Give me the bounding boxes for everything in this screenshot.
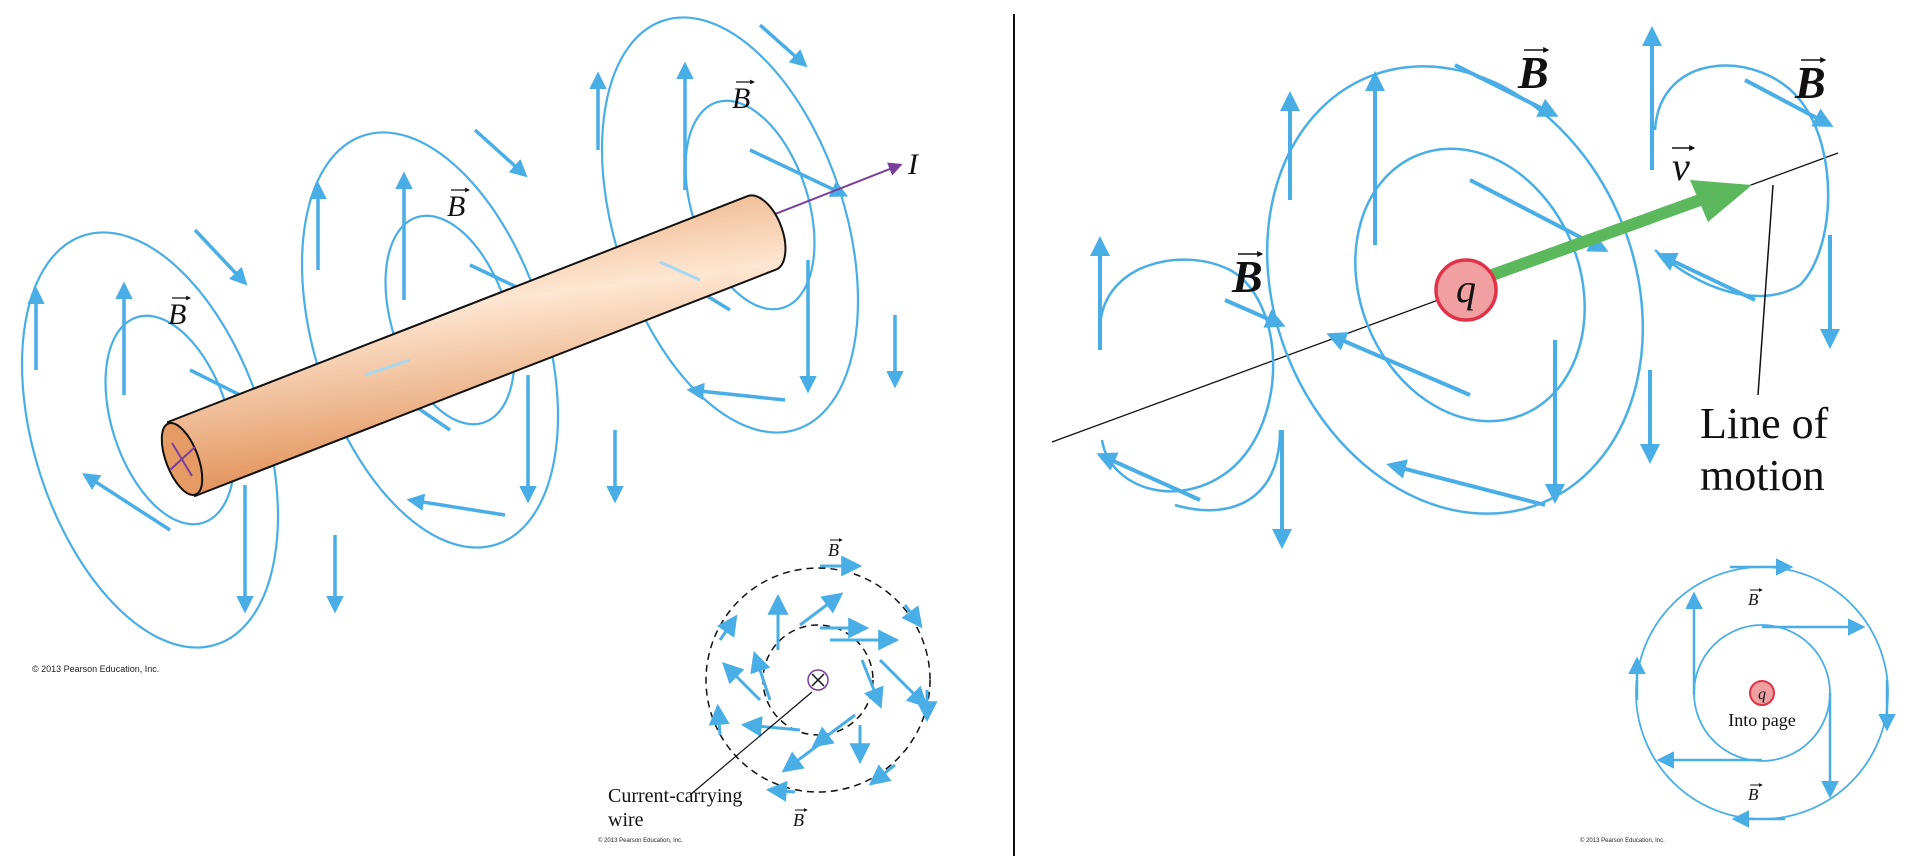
moving-charge: q — [1434, 258, 1498, 322]
svg-text:B: B — [1748, 590, 1759, 609]
inset-wire-label-1: Current-carrying — [608, 785, 742, 807]
inset-right-field-vectors — [1628, 558, 1896, 828]
field-label-left-2: B — [447, 187, 470, 223]
inset-field-label-bottom: B — [793, 808, 808, 830]
inset-copyright-left: © 2013 Pearson Education, Inc. — [598, 837, 683, 844]
charge-inset: q Into page B B — [1628, 558, 1896, 828]
left-panel: B B B I © 2013 Pearson Education, Inc. — [20, 16, 938, 844]
field-vectors-right-1 — [1090, 236, 1292, 549]
svg-text:B: B — [828, 540, 839, 560]
leader-line — [689, 691, 813, 796]
current-label: I — [907, 148, 920, 181]
inset-field-vectors — [708, 555, 938, 802]
line-of-motion-label-1: Line of — [1700, 399, 1829, 448]
svg-text:v: v — [1672, 144, 1690, 189]
line-of-motion-label-2: motion — [1700, 451, 1825, 500]
svg-text:B: B — [1794, 57, 1826, 108]
field-vectors-right-3 — [1642, 26, 1840, 349]
field-label-left-3: B — [732, 79, 755, 115]
field-loop-right-3 — [1653, 64, 1830, 298]
inset-field-label-top: B — [828, 538, 843, 560]
field-label-right-2: B — [1517, 47, 1550, 98]
wire-cross-section-inset: Current-carrying wire B B © 2013 Pearson… — [598, 538, 938, 844]
inset-right-field-label-top: B — [1748, 588, 1763, 609]
field-vector-on-wire — [364, 358, 411, 377]
right-panel: q B B B v Line of motion — [1051, 26, 1896, 844]
inset-wire-label-2: wire — [608, 809, 644, 831]
line-of-motion-leader — [1757, 184, 1774, 396]
copyright-left: © 2013 Pearson Education, Inc. — [32, 664, 159, 674]
field-label-right-1: B — [1231, 251, 1264, 302]
svg-text:B: B — [447, 190, 465, 223]
copyright-right: © 2013 Pearson Education, Inc. — [1580, 837, 1665, 844]
svg-text:B: B — [793, 810, 804, 830]
svg-text:B: B — [168, 298, 186, 331]
field-label-left-1: B — [168, 295, 191, 331]
svg-text:B: B — [1748, 785, 1759, 804]
field-loop-right-1 — [1098, 258, 1282, 512]
svg-text:B: B — [1517, 47, 1549, 98]
svg-text:B: B — [732, 82, 750, 115]
velocity-label: v — [1672, 144, 1696, 189]
svg-text:q: q — [1456, 266, 1476, 311]
svg-text:B: B — [1231, 251, 1263, 302]
current-direction-line — [759, 162, 903, 221]
current-carrying-wire — [160, 162, 903, 498]
inset-right-field-label-bottom: B — [1748, 783, 1763, 804]
field-vector-on-wire — [659, 260, 701, 282]
cross-icon — [169, 442, 196, 477]
field-label-right-3: B — [1794, 57, 1827, 108]
svg-text:q: q — [1758, 686, 1766, 703]
into-page-label: Into page — [1728, 710, 1795, 730]
velocity-arrow — [1467, 180, 1752, 289]
current-into-page-icon — [811, 673, 825, 687]
